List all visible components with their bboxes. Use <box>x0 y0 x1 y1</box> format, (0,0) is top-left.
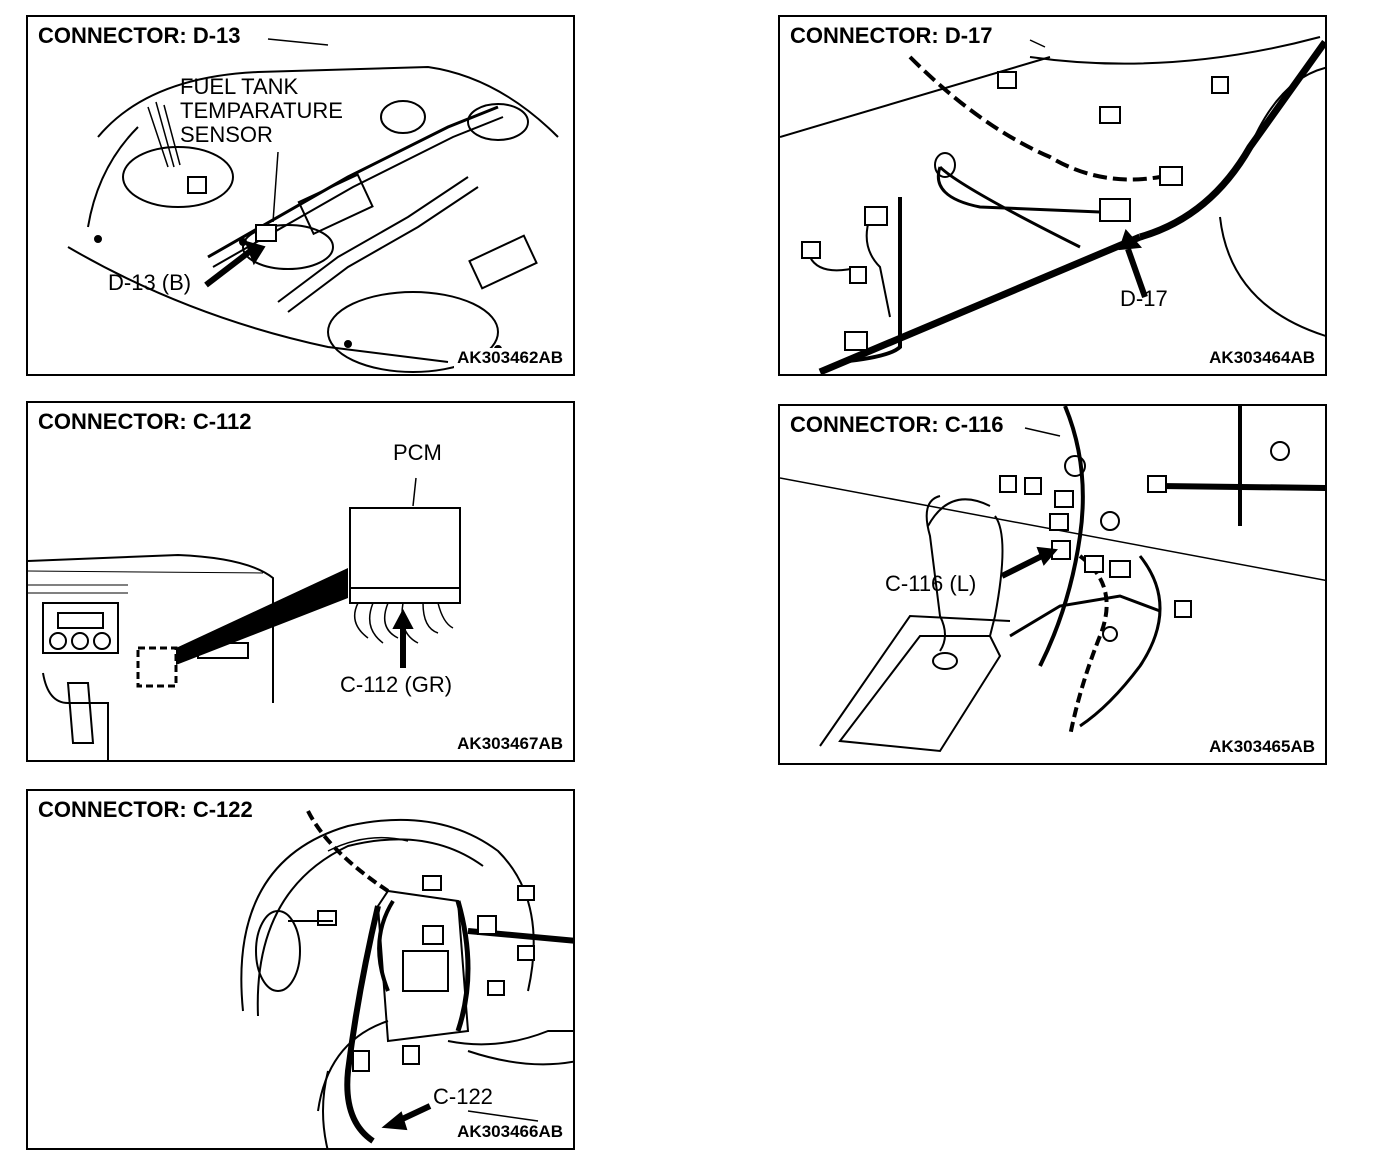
figure-code: AK303465AB <box>1206 737 1315 757</box>
connector-callout: D-17 <box>1120 286 1168 311</box>
connector-callout: C-116 (L) <box>885 571 977 596</box>
figure-code: AK303467AB <box>454 734 563 754</box>
connector-panel-c122: CONNECTOR: C-122 C-122 AK303466AB <box>26 789 575 1150</box>
steering-harness-illustration <box>240 810 573 1148</box>
fuel-tank-illustration <box>67 38 559 373</box>
figure-code: AK303462AB <box>454 348 563 368</box>
panel-title: CONNECTOR: C-122 <box>38 797 257 823</box>
connector-callout: C-112 (GR) <box>340 672 453 697</box>
connector-panel-d17: CONNECTOR: D-17 D-17 AK303464AB <box>778 15 1327 376</box>
sensor-label-line-3: SENSOR <box>180 122 273 147</box>
figure-code: AK303466AB <box>454 1122 563 1142</box>
connector-callout: C-122 <box>433 1084 493 1109</box>
panel-title: CONNECTOR: C-112 <box>38 409 256 435</box>
sensor-label-line-1: FUEL TANK <box>180 74 299 99</box>
connector-callout: D-13 (B) <box>108 270 192 295</box>
pcm-location-illustration <box>28 477 461 760</box>
connector-panel-c112: CONNECTOR: C-112 PCM C-112 (GR) AK303467… <box>26 401 575 762</box>
connector-panel-c116: CONNECTOR: C-116 C-116 (L) AK303465AB <box>778 404 1327 765</box>
connector-panel-d13: CONNECTOR: D-13 FUEL TANK TEMPARATURE SE… <box>26 15 575 376</box>
panel-title: CONNECTOR: C-116 <box>790 412 1008 438</box>
panel-title: CONNECTOR: D-13 <box>38 23 245 49</box>
console-harness-illustration <box>780 406 1325 753</box>
panel-title: CONNECTOR: D-17 <box>790 23 997 49</box>
pcm-label: PCM <box>393 440 442 465</box>
sensor-label-line-2: TEMPARATURE <box>180 98 343 123</box>
figure-code: AK303464AB <box>1206 348 1315 368</box>
harness-illustration <box>780 36 1325 374</box>
